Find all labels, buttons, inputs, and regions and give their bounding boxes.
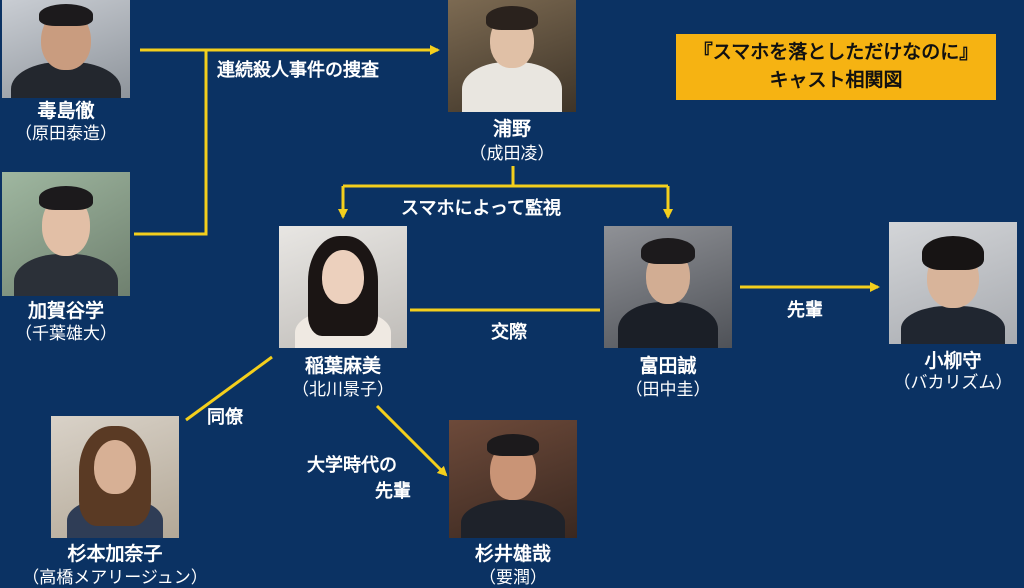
koyanagi-name: 小柳守 [924, 350, 982, 372]
sugii-photo [449, 420, 577, 538]
diagram-title: 『スマホを落としただけなのに』 [693, 41, 979, 63]
surveillance-label: スマホによって監視 [401, 198, 562, 219]
college-senior-label-line1: 大学時代の [307, 455, 397, 476]
busujima-actor: （原田泰造） [15, 124, 117, 144]
senior-label: 先輩 [787, 300, 823, 321]
sugii-actor: （要潤） [479, 568, 547, 588]
sugimoto-name: 杉本加奈子 [67, 543, 163, 565]
college-senior-label-line2: 先輩 [375, 481, 411, 502]
tomita-name: 富田誠 [639, 355, 697, 377]
urano-photo [448, 0, 576, 112]
tomita-actor: （田中圭） [625, 380, 711, 400]
diagram-title-box: 『スマホを落としただけなのに』 キャスト相関図 [676, 34, 996, 100]
dating-label: 交際 [491, 322, 527, 343]
koyanagi-actor: （バカリズム） [893, 373, 1013, 393]
kaga-photo [2, 172, 130, 296]
sugimoto-actor: （高橋メアリージュン） [22, 568, 208, 588]
inaba-photo [279, 226, 407, 348]
busujima-name: 毒島徹 [37, 100, 95, 122]
inaba-name: 稲葉麻美 [304, 355, 381, 377]
sugimoto-photo [51, 416, 179, 538]
sugii-name: 杉井雄哉 [474, 543, 551, 565]
koyanagi-photo [889, 222, 1017, 344]
inaba-actor: （北川景子） [292, 380, 394, 400]
urano-actor: （成田凌） [469, 144, 555, 164]
kaga-name: 加賀谷学 [27, 300, 104, 322]
busujima-photo [2, 0, 130, 98]
colleague-label: 同僚 [207, 407, 243, 428]
kaga-actor: （千葉雄大） [15, 324, 117, 344]
investigation-label: 連続殺人事件の捜査 [217, 60, 379, 81]
college-senior-line [375, 404, 448, 477]
diagram-subtitle: キャスト相関図 [769, 69, 903, 91]
tomita-photo [604, 226, 732, 348]
urano-name: 浦野 [492, 118, 531, 140]
investigation-bracket [134, 50, 208, 236]
colleague-line [185, 355, 273, 422]
